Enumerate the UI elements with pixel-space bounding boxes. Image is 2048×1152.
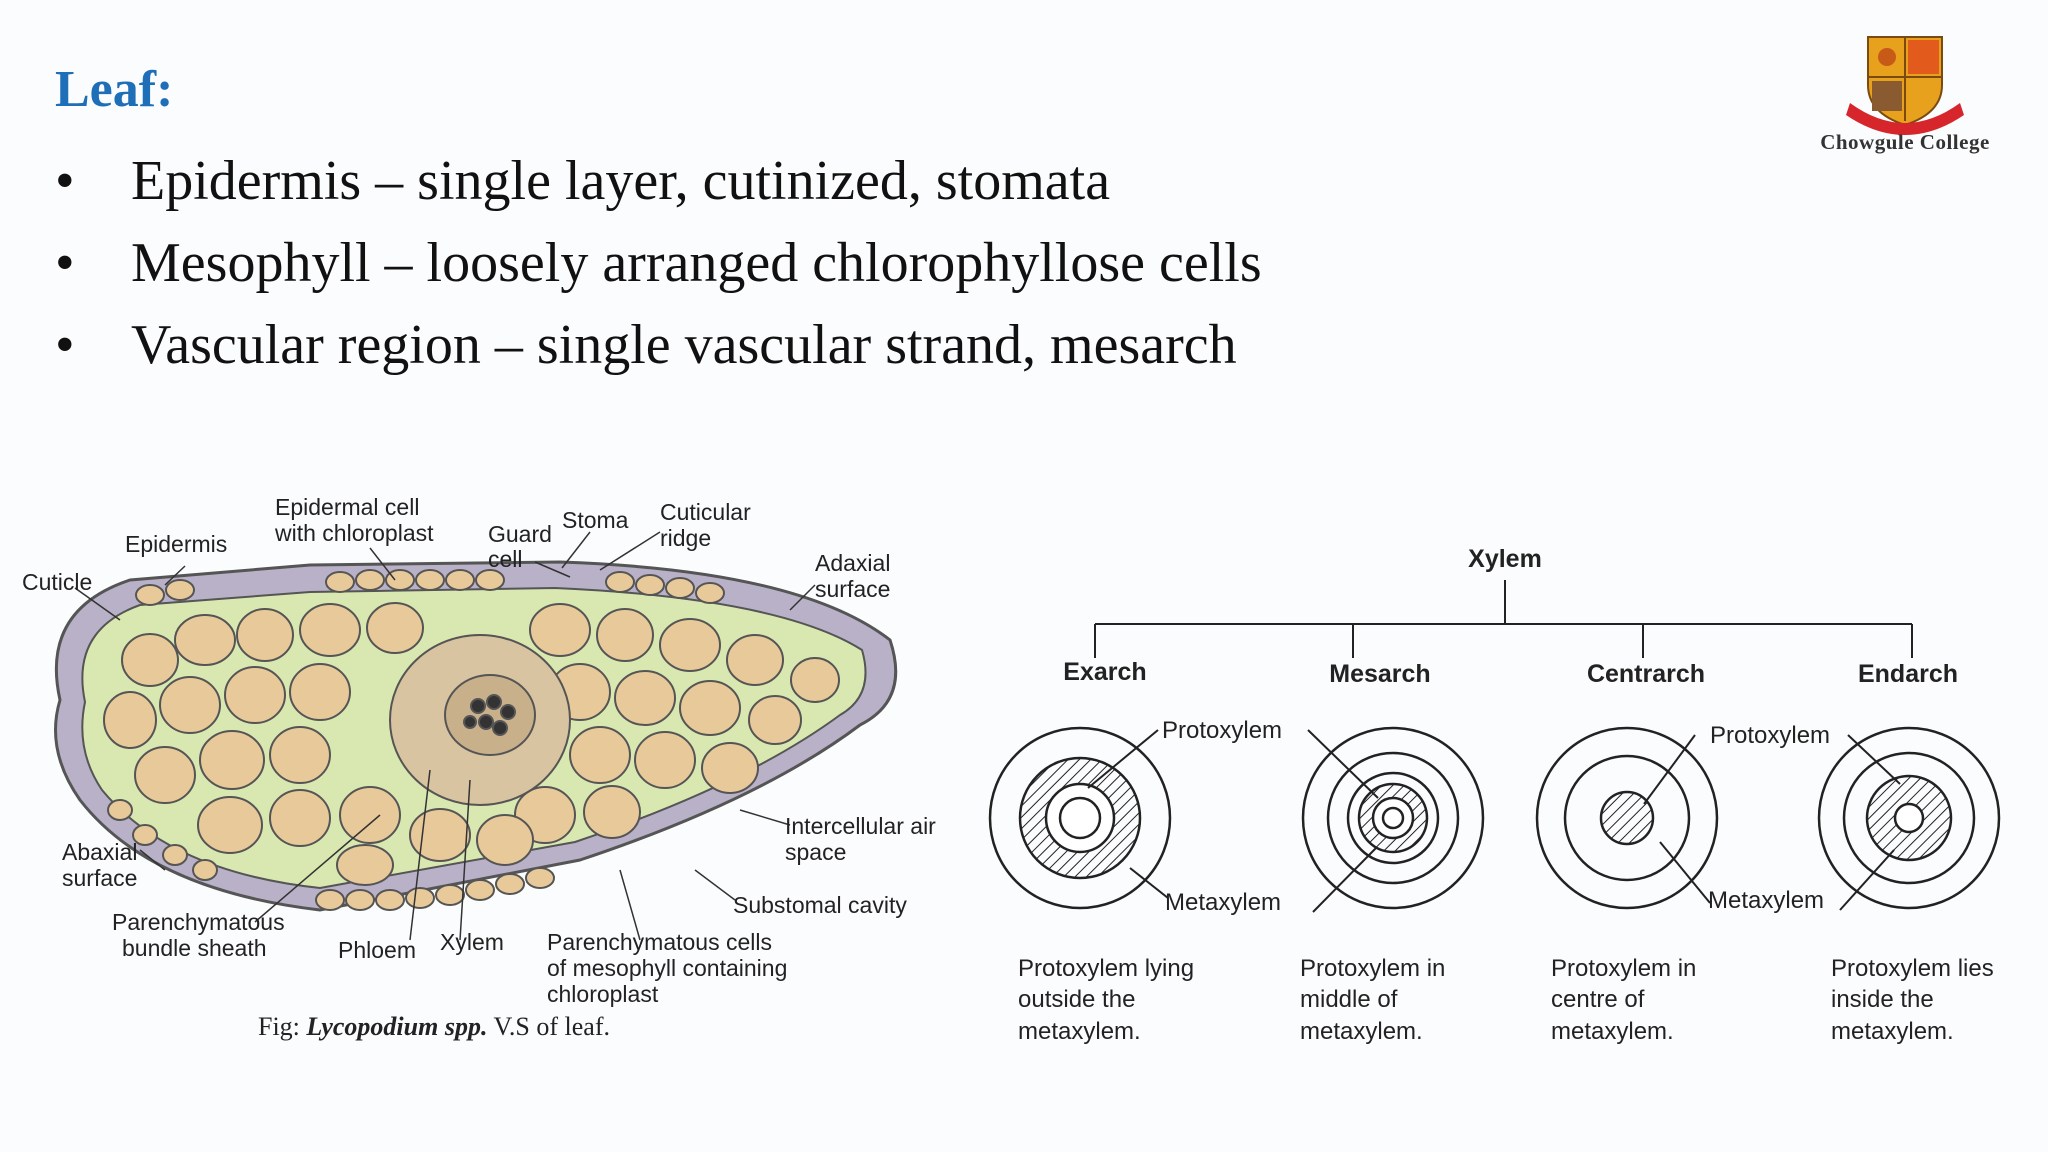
caption-suffix: V.S of leaf. [493,1012,610,1041]
label-abaxial-surface: Abaxial [62,839,137,865]
xylem-tree-lines [1094,580,1913,658]
label-epidermal-cell-2: with chloroplast [274,520,434,546]
type-endarch: Endarch [1858,660,1958,688]
crest-shield-icon [1867,36,1943,127]
centrarch-desc-2: centre of [1551,986,1645,1013]
label-cuticle: Cuticle [22,569,92,595]
caption-prefix: Fig: [258,1012,300,1041]
bullet-item: • Mesophyll – loosely arranged chlorophyl… [55,222,1262,304]
college-logo [1846,36,1964,135]
mesarch-diagram [1301,726,1485,910]
xylem-types-diagram: Xylem Exarch Mesarch Centrarch Endarch [988,545,2001,1045]
endarch-desc-3: metaxylem. [1831,1018,1954,1045]
exarch-desc-1: Protoxylem lying [1018,955,1194,982]
label-parenchymatous-cells-3: chloroplast [547,981,659,1007]
exarch-desc-3: metaxylem. [1018,1018,1141,1045]
endarch-desc-1: Protoxylem lies [1831,955,1994,982]
protoxylem-label-exarch: Protoxylem [1162,717,1282,744]
slide-title: Leaf: [55,61,174,118]
mesarch-desc-2: middle of [1300,986,1398,1013]
label-xylem: Xylem [440,929,504,955]
type-mesarch: Mesarch [1329,660,1430,688]
metaxylem-label-centrarch: Metaxylem [1708,887,1824,914]
college-name: Chowgule College [1820,130,1990,154]
upper-epidermis [135,569,725,606]
label-parenchymatous-cells: Parenchymatous cells [547,929,772,955]
type-centrarch: Centrarch [1587,660,1705,688]
lower-epidermis [107,799,555,911]
mesarch-desc-3: metaxylem. [1300,1018,1423,1045]
xylem-root-label: Xylem [1468,545,1542,573]
exarch-diagram [988,726,1172,910]
bullet-text: Mesophyll – loosely arranged chlorophyll… [131,232,1262,294]
endarch-diagram [1817,726,2001,910]
label-stoma: Stoma [562,507,629,533]
bullet-marker: • [55,232,75,294]
centrarch-diagram [1535,726,1719,910]
label-epidermal-cell: Epidermal cell [275,494,419,520]
label-phloem: Phloem [338,937,416,963]
bullet-list: • Epidermis – single layer, cutinized, st… [55,140,1262,386]
centrarch-desc-1: Protoxylem in [1551,955,1696,982]
bullet-marker: • [55,314,75,376]
label-bundle-sheath-2: bundle sheath [122,935,267,961]
label-parenchymatous-cells-2: of mesophyll containing [547,955,787,981]
figure-caption: Fig: Lycopodium spp. V.S of leaf. [258,1012,610,1042]
label-intercellular-air-space-2: space [785,839,846,865]
bullet-item: • Vascular region – single vascular stran… [55,304,1262,386]
xylem-label-pointers [1087,729,1901,913]
exarch-desc-2: outside the [1018,986,1135,1013]
label-substomal-cavity: Substomal cavity [733,892,907,918]
centrarch-desc-3: metaxylem. [1551,1018,1674,1045]
mesarch-desc-1: Protoxylem in [1300,955,1445,982]
label-intercellular-air-space: Intercellular air [785,813,936,839]
bullet-marker: • [55,150,75,212]
type-exarch: Exarch [1063,658,1146,686]
label-epidermis: Epidermis [125,531,227,557]
bullet-item: • Epidermis – single layer, cutinized, st… [55,140,1262,222]
label-adaxial-surface: Adaxial [815,550,890,576]
label-bundle-sheath: Parenchymatous [112,909,285,935]
label-guard-cell: Guard [488,521,552,547]
leaf-section-figure: Cuticle Epidermis Epidermal cell with ch… [22,494,936,1007]
mesophyll-cells [103,602,840,886]
label-abaxial-surface-2: surface [62,865,137,891]
label-cuticular-ridge: Cuticular [660,499,751,525]
bullet-text: Vascular region – single vascular strand… [131,314,1237,376]
crest-ribbon-icon [1846,103,1964,135]
leaf-label-pointers [74,531,816,941]
label-guard-cell-2: cell [488,546,523,572]
vascular-strand [389,634,571,806]
metaxylem-label-exarch: Metaxylem [1165,889,1281,916]
bullet-text: Epidermis – single layer, cutinized, sto… [131,150,1111,212]
label-cuticular-ridge-2: ridge [660,525,711,551]
protoxylem-label-centrarch: Protoxylem [1710,722,1830,749]
endarch-desc-2: inside the [1831,986,1934,1013]
caption-species: Lycopodium spp. [306,1012,488,1041]
label-adaxial-surface-2: surface [815,576,890,602]
